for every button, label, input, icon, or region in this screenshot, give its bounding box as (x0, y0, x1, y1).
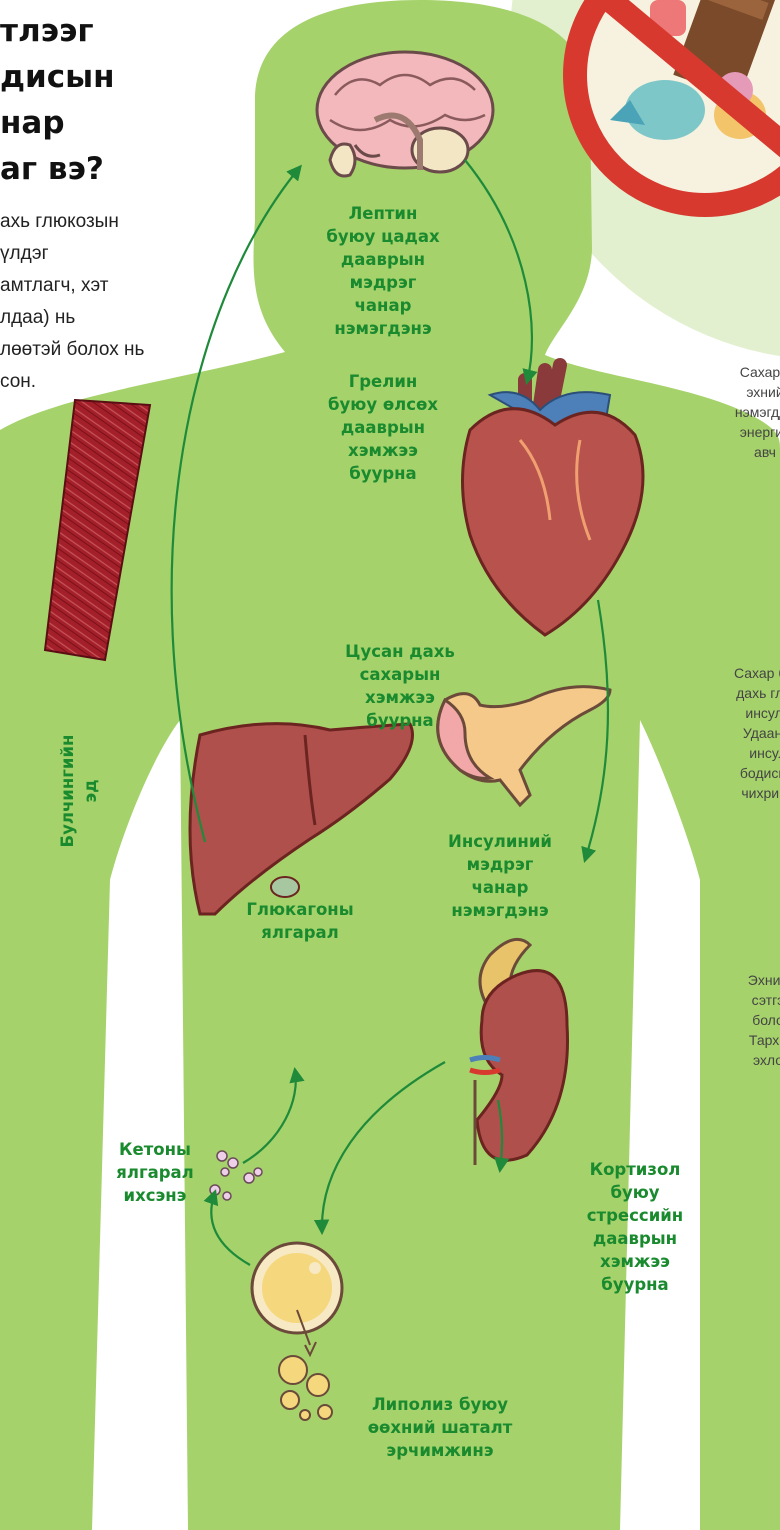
page-title: тлээг дисын нар аг вэ? (0, 8, 280, 192)
intro-text: ахь глюкозын үлдэг амтлагч, хэт лдаа) нь… (0, 206, 268, 398)
candy-no-sign-icon (575, 0, 780, 205)
brain-icon (317, 52, 493, 176)
side-note-top: Сахарыэхнийнэмэгддаэнергиэавч (685, 362, 780, 462)
side-note-bottom: ЭхнийсэтгэболоТархиэхло (708, 970, 780, 1070)
side-note-middle: Сахар биедахь глюкинсулиУдаан хинсулбоди… (688, 663, 780, 803)
